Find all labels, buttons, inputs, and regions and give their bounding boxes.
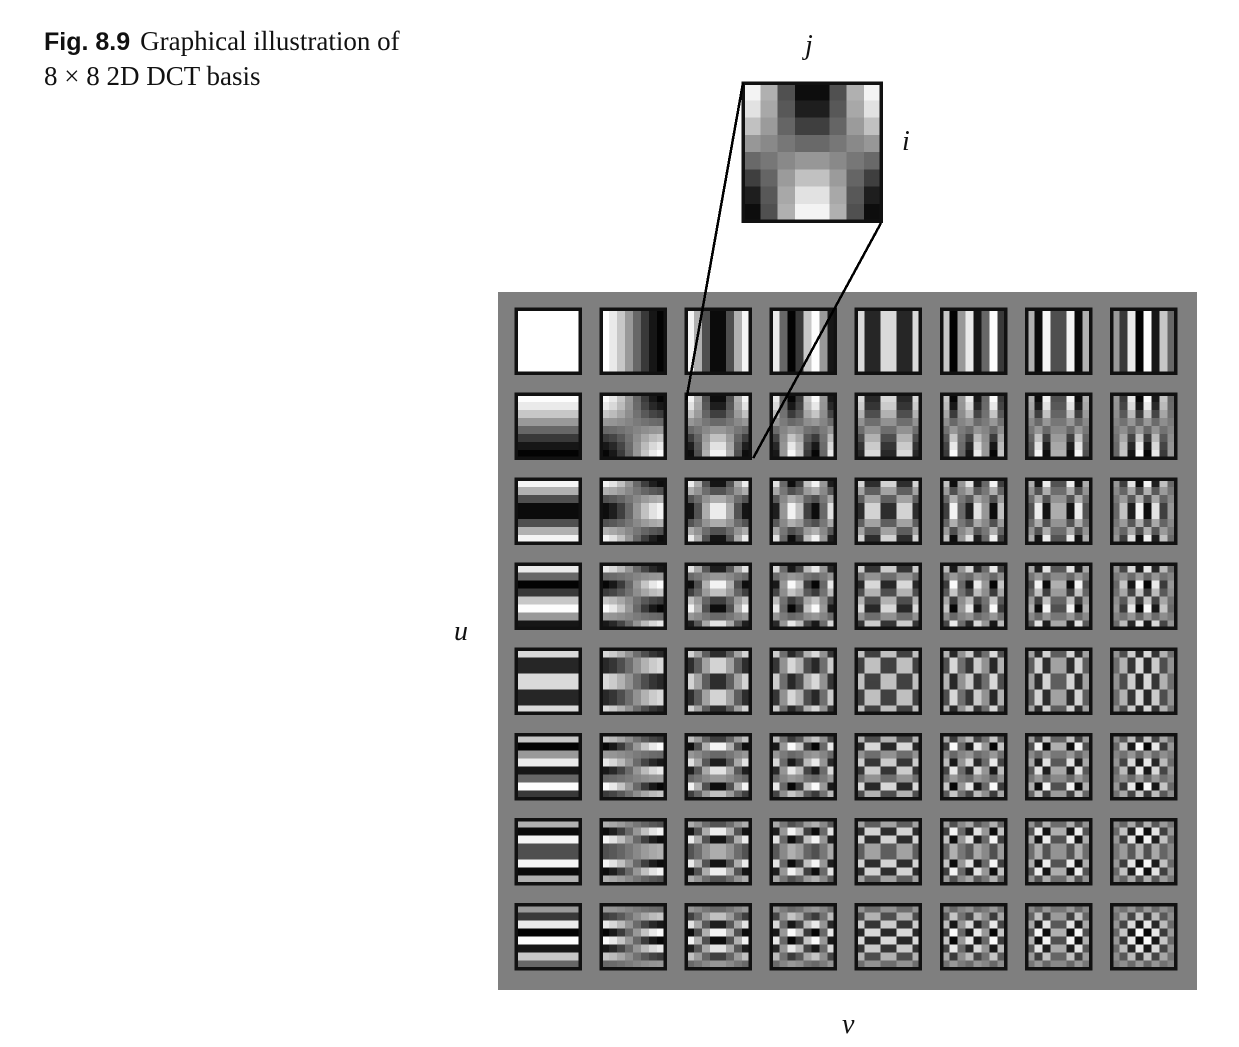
basis-tile-u0-v4 — [854, 307, 923, 375]
basis-tile-u6-v7 — [1109, 817, 1178, 886]
basis-tile-u7-v3 — [769, 902, 838, 971]
axis-label-j: j — [805, 30, 813, 61]
basis-tile-u1-v3 — [769, 392, 838, 460]
basis-tile-u5-v1 — [599, 732, 667, 801]
figure-number: Fig. 8.9 — [44, 28, 131, 56]
basis-tile-u2-v2 — [684, 477, 752, 545]
basis-tile-u7-v7 — [1109, 902, 1178, 971]
basis-tile-u5-v7 — [1109, 732, 1178, 801]
basis-tile-u0-v2 — [684, 307, 752, 375]
basis-tile-u1-v7 — [1109, 392, 1178, 460]
basis-tile-u7-v5 — [939, 902, 1008, 971]
basis-tile-u2-v5 — [939, 477, 1008, 545]
basis-tile-u1-v1 — [599, 392, 667, 460]
basis-tile-u0-v1 — [599, 307, 667, 375]
basis-tile-u1-v2 — [684, 392, 752, 460]
basis-tile-u3-v6 — [1024, 562, 1093, 631]
basis-tile-u6-v5 — [939, 817, 1008, 886]
basis-tile-u7-v1 — [599, 902, 667, 971]
basis-tile-u1-v4 — [854, 392, 923, 460]
basis-tile-u4-v3 — [769, 647, 838, 716]
basis-tile-u2-v0 — [514, 477, 582, 545]
basis-tile-u0-v5 — [939, 307, 1008, 375]
connector-line-left — [684, 82, 745, 401]
basis-tile-u3-v5 — [939, 562, 1008, 631]
basis-tile-u0-v6 — [1024, 307, 1093, 375]
basis-tile-u6-v0 — [514, 817, 582, 886]
axis-label-u: u — [454, 616, 468, 647]
basis-tile-u3-v2 — [684, 562, 752, 631]
basis-tiles — [514, 307, 1178, 971]
basis-tile-u1-v6 — [1024, 392, 1093, 460]
basis-tile-u5-v2 — [684, 732, 752, 801]
basis-tile-u0-v7 — [1109, 307, 1178, 375]
basis-tile-u4-v6 — [1024, 647, 1093, 716]
basis-tile-u4-v5 — [939, 647, 1008, 716]
axis-label-v: v — [842, 1009, 855, 1040]
caption-text: Graphical illustration of 8 × 8 2D DCT b… — [44, 26, 400, 91]
basis-tile-u2-v4 — [854, 477, 923, 545]
basis-tile-u6-v4 — [854, 817, 923, 886]
basis-tile-u4-v4 — [854, 647, 923, 716]
basis-tile-u2-v7 — [1109, 477, 1178, 545]
basis-tile-u5-v0 — [514, 732, 582, 801]
basis-tile-u5-v4 — [854, 732, 923, 801]
basis-tile-u6-v1 — [599, 817, 667, 886]
basis-tile-u5-v3 — [769, 732, 838, 801]
basis-tile-u3-v4 — [854, 562, 923, 631]
basis-tile-u7-v0 — [514, 902, 582, 971]
basis-tile-u4-v2 — [684, 647, 752, 716]
basis-tile-u7-v6 — [1024, 902, 1093, 971]
basis-tile-u2-v1 — [599, 477, 667, 545]
basis-tile-u4-v7 — [1109, 647, 1178, 716]
basis-tile-u3-v0 — [514, 562, 582, 631]
basis-tile-u6-v2 — [684, 817, 752, 886]
basis-tile-u2-v6 — [1024, 477, 1093, 545]
basis-tile-u3-v3 — [769, 562, 838, 631]
basis-tile-u7-v4 — [854, 902, 923, 971]
zoom-connectors — [684, 82, 883, 459]
basis-tile-u1-v0 — [514, 392, 582, 460]
basis-tile-u6-v6 — [1024, 817, 1093, 886]
basis-tile-u3-v1 — [599, 562, 667, 631]
axis-label-i: i — [902, 126, 910, 157]
zoomed-basis-u1-v2 — [741, 81, 883, 223]
basis-tile-u4-v0 — [514, 647, 582, 716]
basis-tile-u4-v1 — [599, 647, 667, 716]
basis-tile-u2-v3 — [769, 477, 838, 545]
basis-tile-u7-v2 — [684, 902, 752, 971]
zoomed-basis — [741, 81, 883, 223]
basis-tile-u5-v5 — [939, 732, 1008, 801]
basis-tile-u1-v5 — [939, 392, 1008, 460]
basis-tile-u3-v7 — [1109, 562, 1178, 631]
basis-tile-u0-v0 — [514, 307, 582, 375]
basis-tile-u6-v3 — [769, 817, 838, 886]
basis-tile-u5-v6 — [1024, 732, 1093, 801]
connector-line-right — [752, 222, 883, 459]
